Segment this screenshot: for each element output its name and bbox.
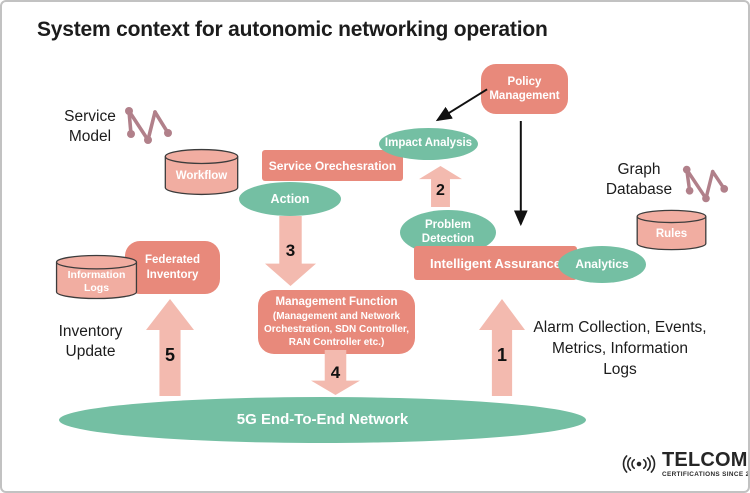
network-ellipse: 5G End-To-End Network <box>59 397 586 443</box>
rules-label: Rules <box>655 227 688 240</box>
service-orchestration-box: Service Orechesration <box>262 150 403 181</box>
graph-database-label: Graph Database <box>605 161 673 198</box>
impact-analysis-label: Impact Analysis <box>384 137 473 150</box>
information-logs-database: Information Logs <box>54 254 139 300</box>
information-logs-label: Information Logs <box>67 268 126 294</box>
step-2-number: 2 <box>436 181 445 199</box>
federated-inventory-box: Federated Inventory <box>125 241 220 294</box>
step-4-number: 4 <box>330 362 341 382</box>
network-label: 5G End-To-End Network <box>236 411 409 428</box>
policy-management-box: Policy Management <box>481 64 568 114</box>
logo-tagline: CERTIFICATIONS SINCE 2009 <box>662 471 750 478</box>
page-title: System context for autonomic networking … <box>37 18 548 41</box>
arrow-step-4: 4 <box>311 350 360 395</box>
graph-icon <box>682 165 729 203</box>
management-function-subtitle: (Management and Network Orchestration, S… <box>263 310 410 348</box>
step-5-number: 5 <box>164 344 175 365</box>
arrow-step-1: 1 <box>479 299 525 396</box>
step-3-number: 3 <box>285 241 296 261</box>
radio-waves-icon <box>622 455 656 473</box>
arrow-step-3: 3 <box>265 216 316 286</box>
alarm-collection-label: Alarm Collection, Events, Metrics, Infor… <box>533 319 707 378</box>
arrow-step-2: 2 <box>419 166 462 207</box>
action-ellipse: Action <box>239 182 341 216</box>
graph-icon <box>125 107 172 144</box>
intelligent-assurance-box: Intelligent Assurance <box>414 246 577 280</box>
telcoma-logo: TELCOMA CERTIFICATIONS SINCE 2009 <box>620 449 750 479</box>
logo-name: TELCOMA <box>662 449 748 471</box>
rules-database: Rules <box>635 209 708 251</box>
service-model-label: Service Model <box>64 108 116 145</box>
workflow-database: Workflow <box>163 148 240 196</box>
policy-to-impact-arrow <box>435 88 488 122</box>
intelligent-assurance-label: Intelligent Assurance <box>430 255 561 271</box>
step-1-number: 1 <box>496 344 507 365</box>
impact-analysis-ellipse: Impact Analysis <box>379 128 478 160</box>
service-orchestration-label: Service Orechesration <box>268 158 397 173</box>
workflow-label: Workflow <box>175 169 228 182</box>
cylinder-shape <box>54 254 139 300</box>
management-function-box: Management Function (Management and Netw… <box>258 290 415 354</box>
management-function-title: Management Function <box>275 296 398 309</box>
analytics-ellipse: Analytics <box>558 246 646 283</box>
action-label: Action <box>270 191 310 206</box>
analytics-label: Analytics <box>575 257 629 272</box>
inventory-update-label: Inventory Update <box>58 323 123 360</box>
arrow-step-5: 5 <box>146 299 194 396</box>
cylinder-shape <box>635 209 708 251</box>
cylinder-shape <box>163 148 240 196</box>
